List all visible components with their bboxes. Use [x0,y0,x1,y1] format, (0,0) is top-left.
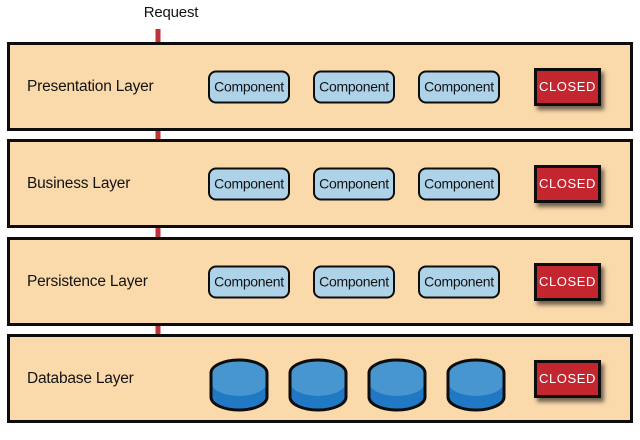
database-cylinder-icon [209,358,269,412]
layer-label: Business Layer [27,174,131,192]
components-row: Component Component Component [208,265,500,298]
layer-persistence: Persistence Layer Component Component Co… [7,237,633,326]
layer-label: Persistence Layer [27,272,148,290]
component-box: Component [418,265,500,298]
closed-badge: CLOSED [534,67,601,106]
database-cylinder-icon [367,358,427,412]
database-cylinder-icon [288,358,348,412]
components-row: Component Component Component [208,70,500,103]
database-row [208,357,507,413]
closed-badge: CLOSED [534,164,601,203]
closed-badge: CLOSED [534,262,601,301]
component-box: Component [208,265,290,298]
component-box: Component [418,167,500,200]
layer-database: Database Layer CLOSED [7,334,633,423]
request-label: Request [143,4,199,21]
components-row: Component Component Component [208,167,500,200]
layer-label: Presentation Layer [27,77,154,95]
layer-presentation: Presentation Layer Component Component C… [7,42,633,131]
closed-badge: CLOSED [534,359,601,398]
component-box: Component [208,70,290,103]
component-box: Component [208,167,290,200]
component-box: Component [313,70,395,103]
component-box: Component [418,70,500,103]
component-box: Component [313,167,395,200]
layer-business: Business Layer Component Component Compo… [7,139,633,228]
layer-label: Database Layer [27,369,134,387]
component-box: Component [313,265,395,298]
database-cylinder-icon [446,358,506,412]
